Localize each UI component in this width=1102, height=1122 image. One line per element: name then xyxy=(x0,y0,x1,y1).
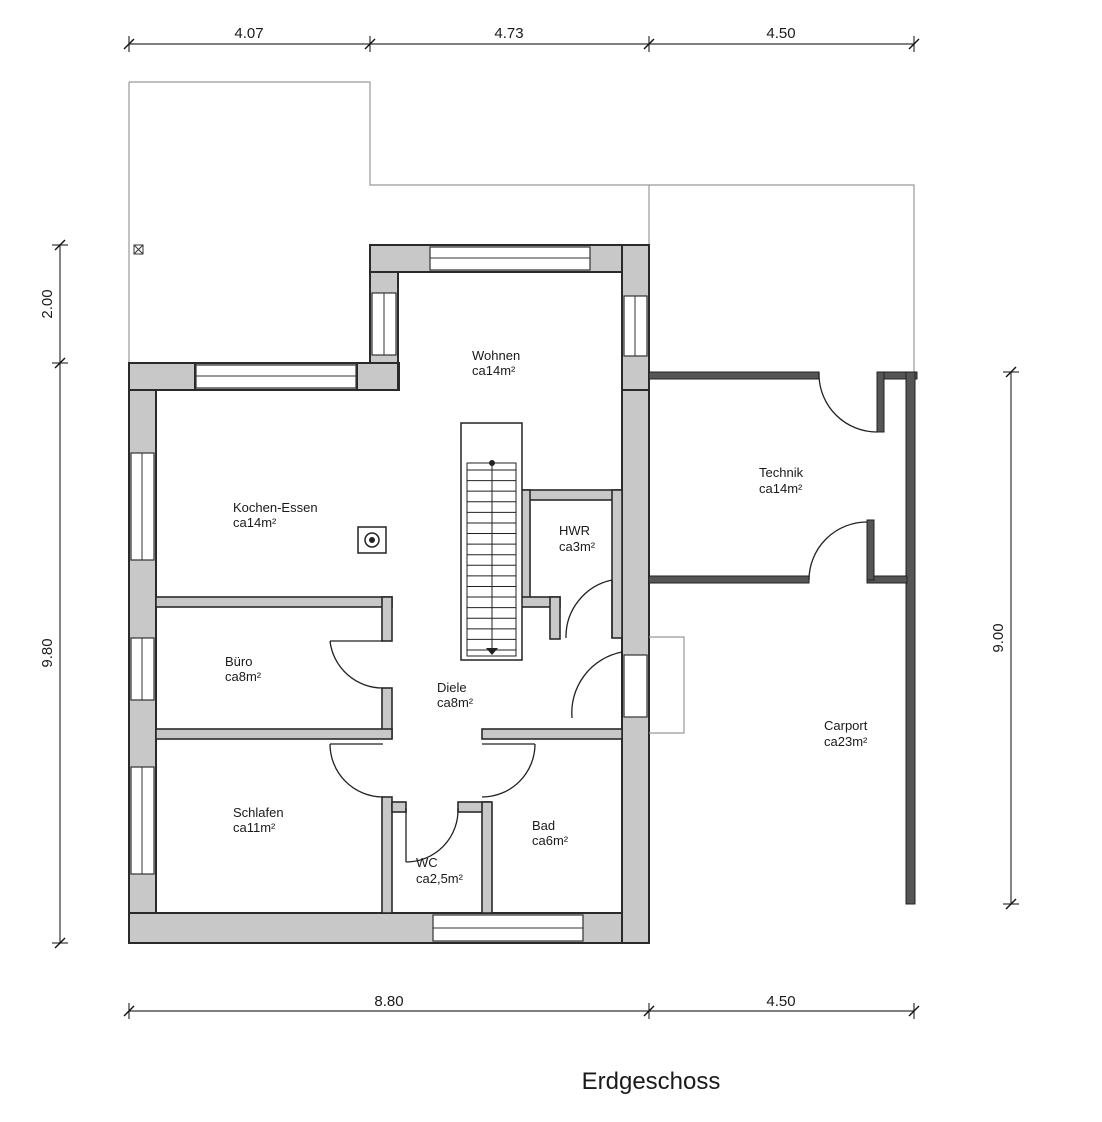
room-wohnen-area: ca14m² xyxy=(472,363,516,378)
room-kochen-name: Kochen-Essen xyxy=(233,500,318,515)
interior-walls xyxy=(155,489,623,914)
dimension-lines xyxy=(52,36,1019,1019)
chimney-icon xyxy=(357,526,387,554)
room-technik-name: Technik xyxy=(759,465,804,480)
room-hwr-area: ca3m² xyxy=(559,539,596,554)
windows xyxy=(130,246,648,942)
room-schlafen-name: Schlafen xyxy=(233,805,284,820)
room-buero-area: ca8m² xyxy=(225,669,262,684)
dim-top-1: 4.07 xyxy=(234,25,263,42)
room-carport-name: Carport xyxy=(824,718,868,733)
doors xyxy=(329,372,878,863)
room-wohnen-name: Wohnen xyxy=(472,348,520,363)
stair-start-dot xyxy=(489,460,495,466)
dim-bottom-2: 4.50 xyxy=(766,993,795,1010)
dim-top-2: 4.73 xyxy=(494,25,523,42)
room-diele-name: Diele xyxy=(437,680,467,695)
room-bad-area: ca6m² xyxy=(532,833,569,848)
room-hwr-name: HWR xyxy=(559,523,590,538)
outdoor-light-marker xyxy=(133,244,144,255)
room-diele-area: ca8m² xyxy=(437,695,474,710)
room-technik-area: ca14m² xyxy=(759,481,803,496)
dim-left-upper: 2.00 xyxy=(39,289,56,318)
room-schlafen-area: ca11m² xyxy=(233,820,276,835)
terrace-outline xyxy=(128,81,915,372)
technik-walls xyxy=(648,371,918,905)
dim-top-3: 4.50 xyxy=(766,25,795,42)
room-bad-name: Bad xyxy=(532,818,555,833)
dim-left-lower: 9.80 xyxy=(39,638,56,667)
dim-bottom-1: 8.80 xyxy=(374,993,403,1010)
room-wc-name: WC xyxy=(416,855,438,870)
entrance-canopy xyxy=(649,636,685,734)
plan-title: Erdgeschoss xyxy=(582,1068,721,1095)
room-kochen-area: ca14m² xyxy=(233,515,277,530)
stair-arrow xyxy=(486,648,498,655)
room-buero-name: Büro xyxy=(225,654,252,669)
room-wc-area: ca2,5m² xyxy=(416,871,464,886)
room-carport-area: ca23m² xyxy=(824,734,868,749)
dim-right: 9.00 xyxy=(990,623,1007,652)
